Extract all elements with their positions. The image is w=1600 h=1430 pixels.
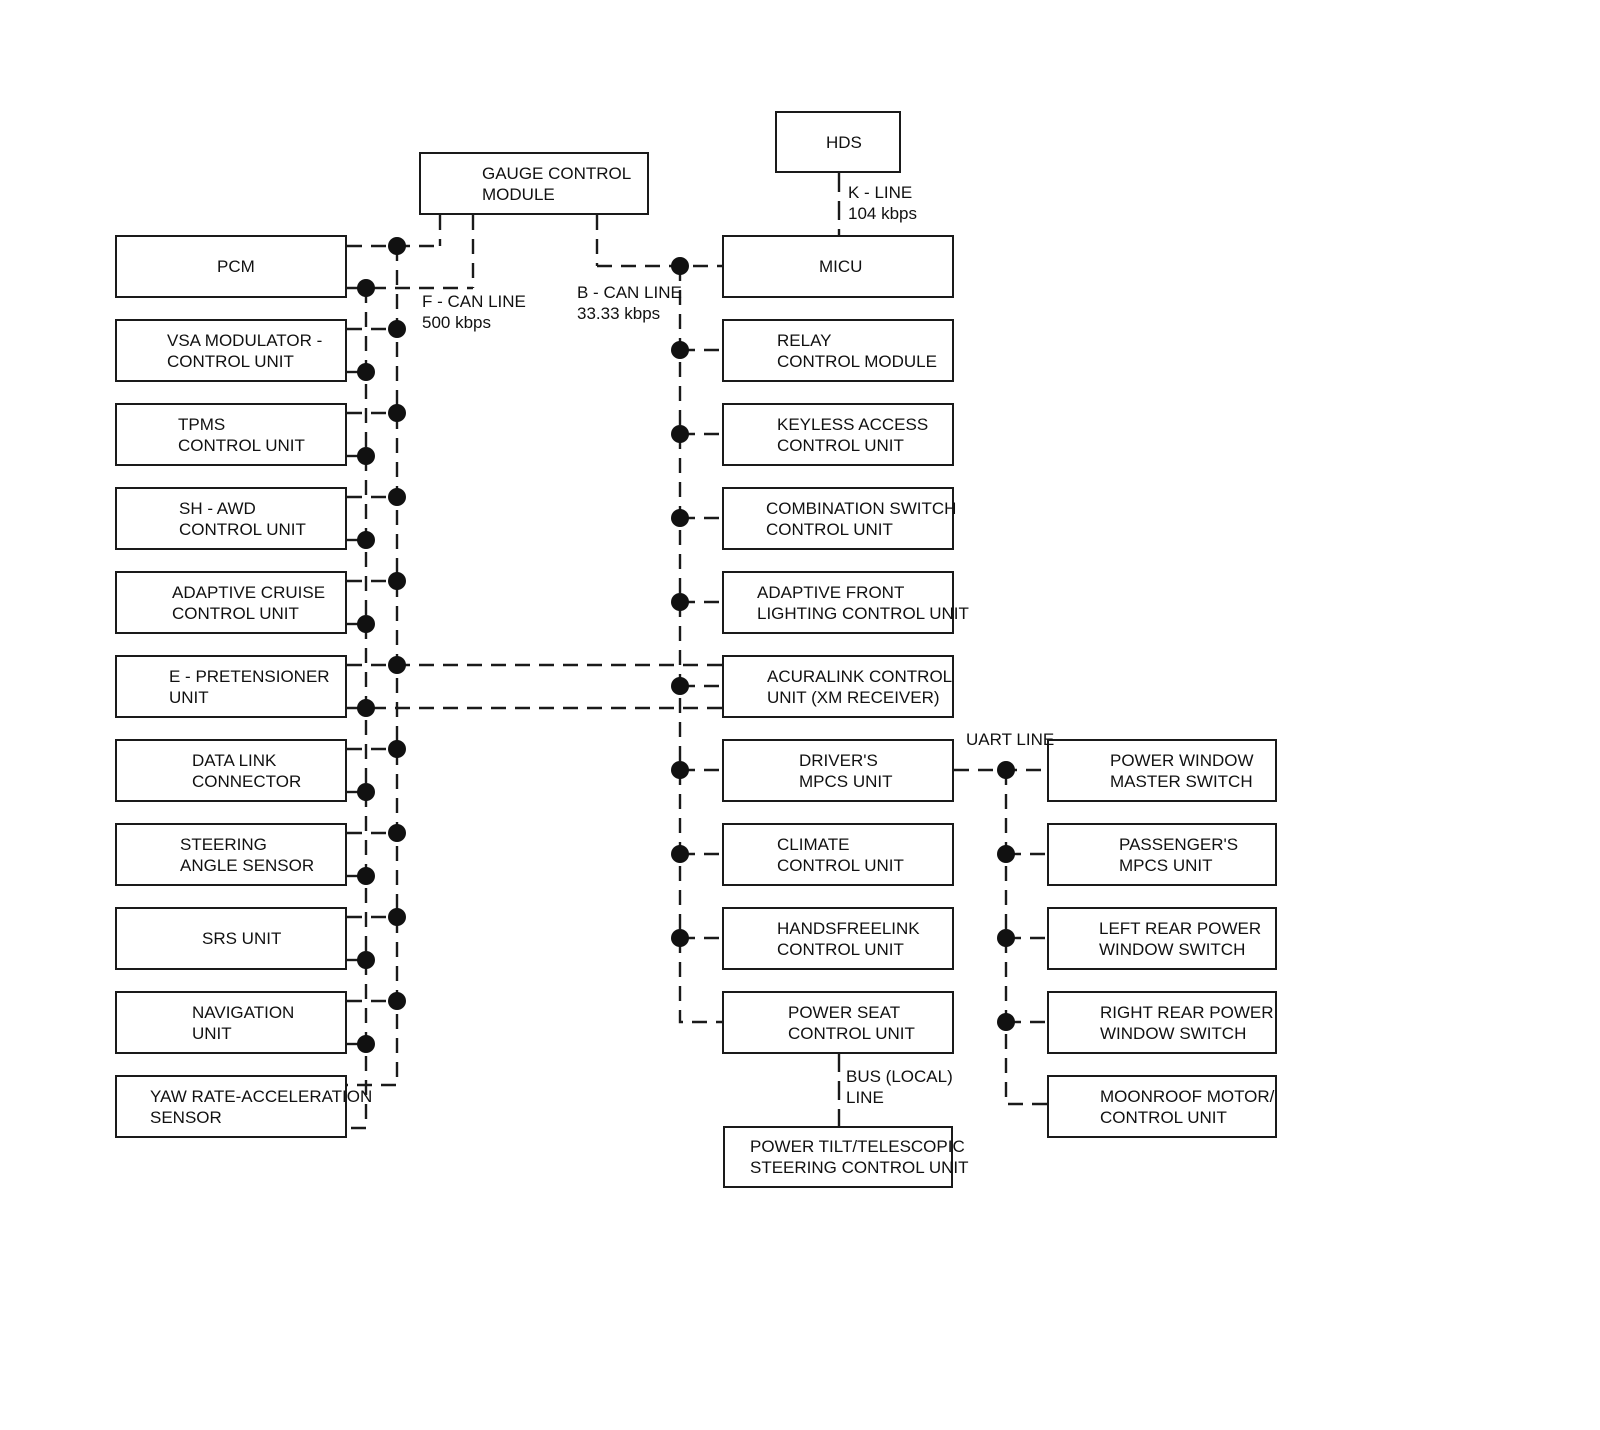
node-passengers-mpcs: PASSENGER'S MPCS UNIT xyxy=(1047,823,1277,886)
b-can-bus-lines xyxy=(595,215,722,1024)
node-keyless-access: KEYLESS ACCESS CONTROL UNIT xyxy=(722,403,954,466)
node-vsa-modulator: VSA MODULATOR - CONTROL UNIT xyxy=(115,319,347,382)
junction-dots xyxy=(357,237,1015,1053)
node-navigation-unit: NAVIGATION UNIT xyxy=(115,991,347,1054)
label-f-can-line: F - CAN LINE 500 kbps xyxy=(422,292,526,332)
node-acuralink: ACURALINK CONTROL UNIT (XM RECEIVER) xyxy=(722,655,954,718)
node-relay-control-module: RELAY CONTROL MODULE xyxy=(722,319,954,382)
node-adaptive-front-lighting: ADAPTIVE FRONT LIGHTING CONTROL UNIT xyxy=(722,571,969,634)
node-yaw-rate-sensor: YAW RATE-ACCELERATION SENSOR xyxy=(115,1075,372,1138)
node-e-pretensioner: E - PRETENSIONER UNIT xyxy=(115,655,347,718)
label-b-can-line: B - CAN LINE 33.33 kbps xyxy=(577,283,682,323)
node-left-rear-window-switch: LEFT REAR POWER WINDOW SWITCH xyxy=(1047,907,1277,970)
node-adaptive-cruise: ADAPTIVE CRUISE CONTROL UNIT xyxy=(115,571,347,634)
node-right-rear-window-switch: RIGHT REAR POWER WINDOW SWITCH xyxy=(1047,991,1277,1054)
node-tpms-control-unit: TPMS CONTROL UNIT xyxy=(115,403,347,466)
node-power-window-master: POWER WINDOW MASTER SWITCH xyxy=(1047,739,1277,802)
node-data-link-connector: DATA LINK CONNECTOR xyxy=(115,739,347,802)
f-can-bus-lines xyxy=(347,215,722,1130)
label-bus-local-line: BUS (LOCAL) LINE xyxy=(846,1067,953,1107)
node-pcm: PCM xyxy=(115,235,347,298)
node-handsfreelink: HANDSFREELINK CONTROL UNIT xyxy=(722,907,954,970)
node-combination-switch: COMBINATION SWITCH CONTROL UNIT xyxy=(722,487,956,550)
node-climate-control: CLIMATE CONTROL UNIT xyxy=(722,823,954,886)
node-power-tilt-steering: POWER TILT/TELESCOPIC STEERING CONTROL U… xyxy=(723,1126,969,1188)
node-drivers-mpcs: DRIVER'S MPCS UNIT xyxy=(722,739,954,802)
node-steering-angle-sensor: STEERING ANGLE SENSOR xyxy=(115,823,347,886)
node-gauge-control-module: GAUGE CONTROL MODULE xyxy=(419,152,649,215)
node-sh-awd-control-unit: SH - AWD CONTROL UNIT xyxy=(115,487,347,550)
label-uart-line: UART LINE xyxy=(966,730,1055,749)
node-micu: MICU xyxy=(722,235,954,298)
node-srs-unit: SRS UNIT xyxy=(115,907,347,970)
node-power-seat: POWER SEAT CONTROL UNIT xyxy=(722,991,954,1054)
node-hds: HDS xyxy=(775,111,901,173)
label-k-line: K - LINE 104 kbps xyxy=(848,183,917,223)
node-moonroof-motor: MOONROOF MOTOR/ CONTROL UNIT xyxy=(1047,1075,1277,1138)
